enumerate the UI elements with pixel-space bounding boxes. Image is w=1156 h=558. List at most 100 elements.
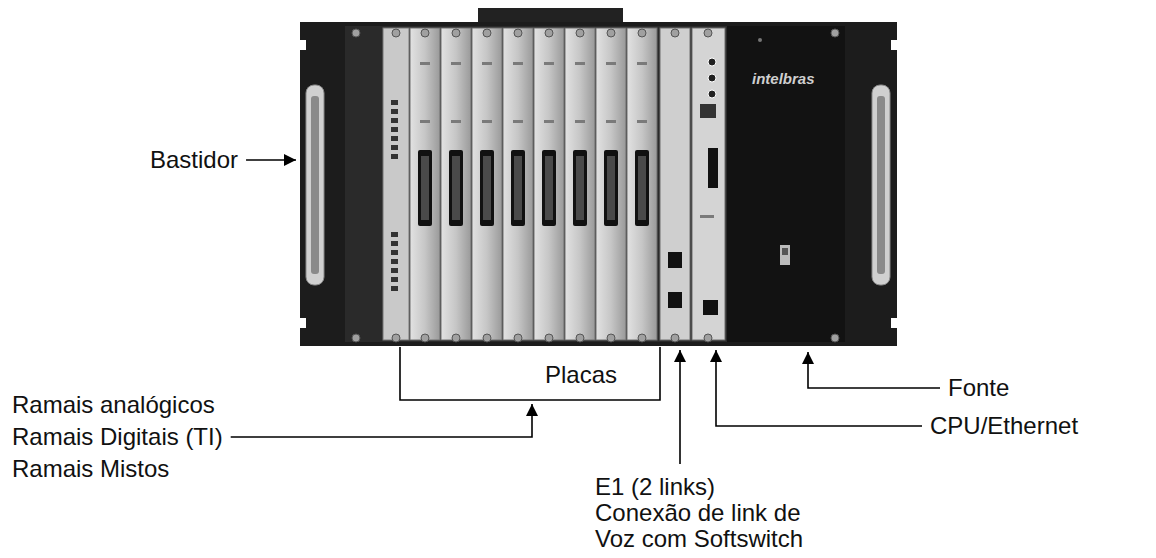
db-connector-slot bbox=[545, 156, 553, 220]
extension-card bbox=[565, 28, 595, 340]
part-label: Fonte bbox=[948, 375, 1009, 401]
screw bbox=[514, 29, 522, 37]
card-mark bbox=[637, 62, 647, 65]
status-led bbox=[708, 58, 716, 66]
screw bbox=[704, 334, 712, 342]
db-connector bbox=[573, 150, 587, 226]
db-connector-slot bbox=[483, 156, 491, 220]
led bbox=[391, 100, 398, 105]
screw bbox=[576, 29, 584, 37]
screw bbox=[483, 29, 491, 37]
led bbox=[391, 277, 398, 282]
db-connector-slot bbox=[638, 156, 646, 220]
screw bbox=[831, 334, 839, 342]
mount-notch bbox=[300, 318, 306, 328]
bracket bbox=[400, 347, 660, 400]
screw bbox=[421, 334, 429, 342]
rj45-port bbox=[668, 292, 682, 308]
top-tab bbox=[478, 8, 623, 24]
led bbox=[391, 154, 398, 159]
card-mark bbox=[482, 62, 492, 65]
screw bbox=[831, 29, 839, 37]
screw bbox=[607, 334, 615, 342]
cpu-connector bbox=[700, 104, 716, 118]
led bbox=[391, 250, 398, 255]
status-led bbox=[708, 90, 716, 98]
screw bbox=[671, 334, 679, 342]
extension-card bbox=[472, 28, 502, 340]
db-connector bbox=[635, 150, 649, 226]
db-connector bbox=[604, 150, 618, 226]
card-mark bbox=[544, 120, 554, 123]
part-label: Placas bbox=[545, 362, 617, 388]
screw bbox=[392, 334, 400, 342]
led bbox=[391, 136, 398, 141]
card-mark bbox=[513, 62, 523, 65]
db-connector-slot bbox=[452, 156, 460, 220]
led bbox=[391, 109, 398, 114]
cpu-connector bbox=[708, 148, 718, 188]
led bbox=[391, 127, 398, 132]
led bbox=[391, 259, 398, 264]
card-mark bbox=[451, 62, 461, 65]
part-label: Ramais Digitais (TI) bbox=[12, 424, 223, 450]
power-screw bbox=[758, 38, 762, 42]
part-label: Ramais analógicos bbox=[12, 392, 215, 418]
screw bbox=[352, 29, 360, 37]
led bbox=[391, 232, 398, 237]
card-mark bbox=[544, 62, 554, 65]
part-label: Ramais Mistos bbox=[12, 456, 169, 482]
db-connector bbox=[449, 150, 463, 226]
db-connector-slot bbox=[514, 156, 522, 220]
rj45-port bbox=[668, 252, 682, 268]
status-led bbox=[708, 74, 716, 82]
card-mark bbox=[420, 62, 430, 65]
leaders bbox=[231, 160, 940, 464]
led bbox=[391, 268, 398, 273]
extension-card bbox=[534, 28, 564, 340]
led-card bbox=[383, 28, 409, 340]
e1-card bbox=[660, 28, 690, 340]
part-label: Conexão de link de Voz com Softswitch bbox=[595, 500, 835, 552]
led bbox=[391, 286, 398, 291]
rack bbox=[300, 8, 897, 346]
screw bbox=[671, 29, 679, 37]
mount-notch bbox=[300, 40, 306, 50]
card-mark bbox=[513, 120, 523, 123]
power-switch bbox=[780, 245, 790, 265]
card-mark bbox=[606, 62, 616, 65]
db-connector-slot bbox=[607, 156, 615, 220]
db-connector bbox=[542, 150, 556, 226]
mount-notch bbox=[891, 40, 897, 50]
extension-card bbox=[410, 28, 440, 340]
screw bbox=[638, 29, 646, 37]
extension-card bbox=[627, 28, 657, 340]
mount-notch bbox=[891, 318, 897, 328]
db-connector bbox=[480, 150, 494, 226]
screw bbox=[352, 334, 360, 342]
handle bbox=[306, 85, 324, 285]
cpu-mark bbox=[700, 215, 714, 218]
leader-line bbox=[808, 352, 940, 388]
card-mark bbox=[606, 120, 616, 123]
part-label: Bastidor bbox=[150, 147, 238, 173]
screw bbox=[576, 334, 584, 342]
rj45-port bbox=[703, 300, 718, 315]
handle bbox=[872, 85, 890, 285]
card-mark bbox=[575, 120, 585, 123]
led bbox=[391, 241, 398, 246]
card-mark bbox=[451, 120, 461, 123]
led bbox=[391, 145, 398, 150]
extension-card bbox=[596, 28, 626, 340]
power-switch-rocker bbox=[782, 248, 788, 255]
screw bbox=[545, 334, 553, 342]
led bbox=[391, 118, 398, 123]
extension-card bbox=[441, 28, 471, 340]
db-connector bbox=[418, 150, 432, 226]
rack-frame bbox=[300, 22, 897, 346]
chassis bbox=[345, 26, 845, 342]
card-mark bbox=[637, 120, 647, 123]
handle-slot bbox=[877, 96, 885, 274]
card-mark bbox=[420, 120, 430, 123]
